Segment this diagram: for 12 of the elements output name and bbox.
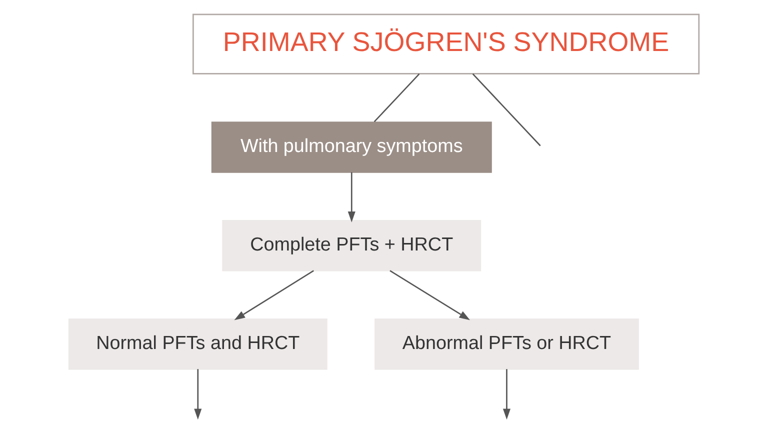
node-box: Complete PFTs + HRCT [222, 220, 482, 271]
arrow [194, 368, 202, 420]
node-box: Normal PFTs and HRCT [68, 318, 328, 370]
arrow [502, 368, 510, 420]
arrow [234, 270, 314, 320]
node-box: With pulmonary symptoms [211, 121, 492, 172]
arrow [390, 270, 470, 320]
node-box: Abnormal PFTs or HRCT [374, 318, 639, 370]
node-box: PRIMARY SJÖGREN'S SYNDROME [192, 13, 700, 74]
connector [472, 72, 541, 146]
connector [374, 72, 420, 122]
arrow [348, 172, 356, 222]
